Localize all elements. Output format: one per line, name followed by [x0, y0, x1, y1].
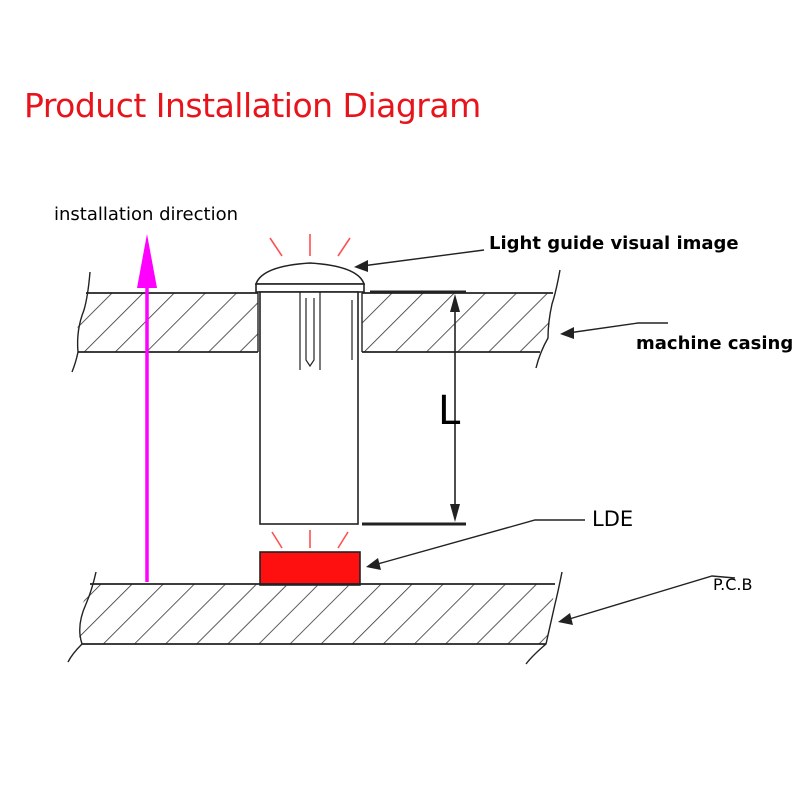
machine-casing-label: machine casing [636, 333, 794, 354]
pcb-label: P.C.B [713, 575, 753, 594]
leader-pcb [558, 575, 736, 625]
light-rays-led [271, 530, 349, 549]
leader-led [366, 519, 585, 570]
leader-light-guide [354, 249, 485, 272]
light-guide-label: Light guide visual image [489, 233, 739, 254]
light-rays-top [269, 234, 351, 257]
light-guide [254, 262, 366, 525]
machine-casing [71, 269, 561, 373]
diagram-title: Product Installation Diagram [24, 86, 481, 125]
led-component [259, 551, 361, 586]
dimension-l [362, 290, 466, 526]
installation-direction-arrow [137, 234, 157, 582]
led-label: LDE [592, 507, 634, 531]
leader-machine-casing [560, 322, 668, 339]
dimension-l-label: L [438, 388, 461, 434]
installation-direction-label: installation direction [54, 204, 238, 225]
pcb-board [67, 571, 563, 665]
